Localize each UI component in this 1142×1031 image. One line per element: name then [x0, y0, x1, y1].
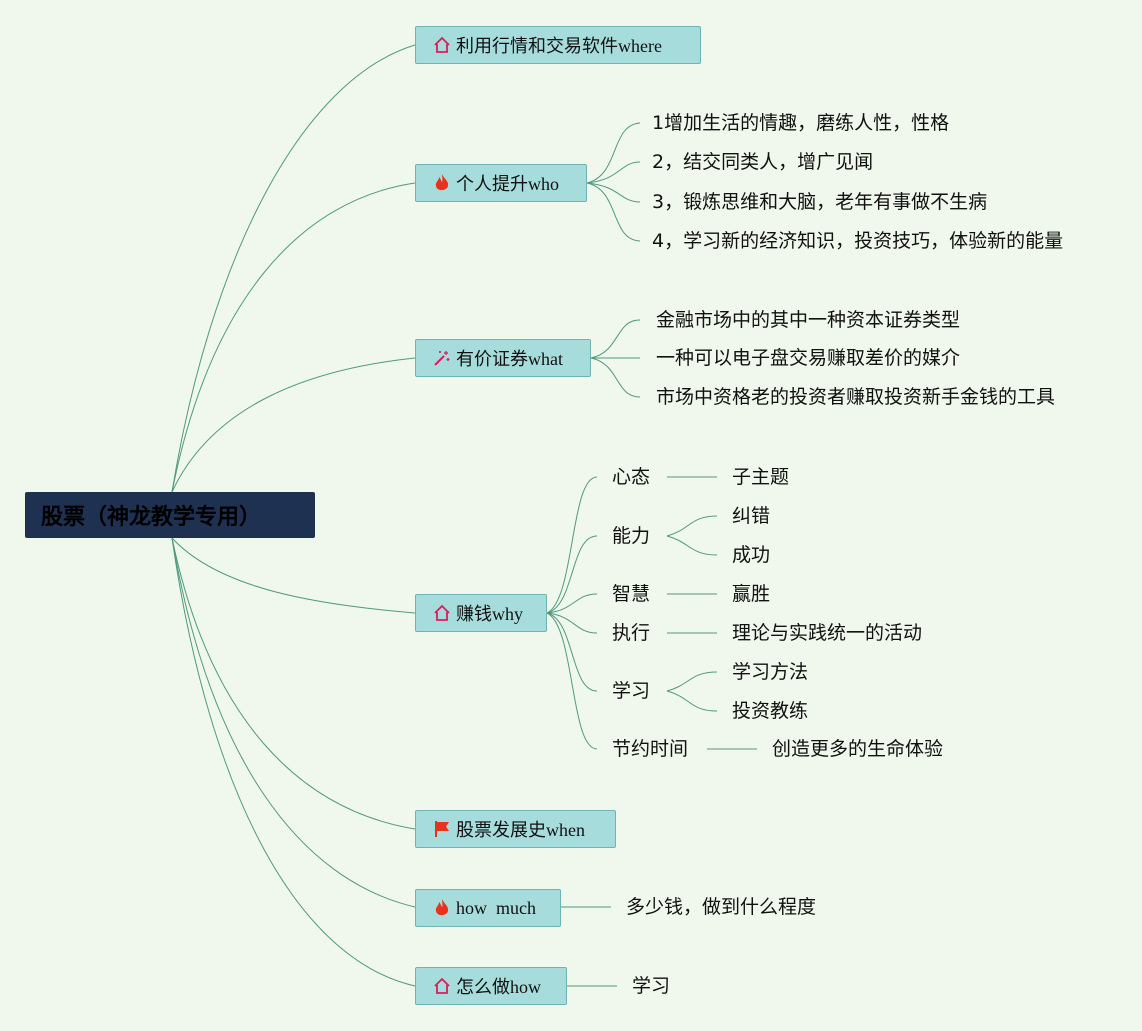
leaf-text: 纠错	[732, 505, 771, 527]
fire-icon	[432, 173, 452, 193]
leaf-text: 多少钱，做到什么程度	[626, 896, 817, 918]
sub-node: 节约时间	[612, 738, 689, 760]
leaf-text: 子主题	[732, 466, 790, 488]
branch-what[interactable]: 有价证券what	[415, 339, 591, 377]
branch-label: how much	[456, 897, 536, 918]
branch-label: 赚钱why	[456, 604, 523, 624]
leaf-text: 成功	[732, 544, 771, 566]
sub-node: 执行	[612, 622, 651, 644]
sub-node: 学习	[612, 680, 651, 702]
leaf-text: 学习	[632, 975, 671, 997]
branch-label: 怎么做how	[456, 977, 541, 997]
leaf-text: 创造更多的生命体验	[772, 738, 944, 760]
leaf-text: 市场中资格老的投资者赚取投资新手金钱的工具	[656, 386, 1056, 408]
leaf-text: 投资教练	[732, 700, 809, 722]
leaf-text: 学习方法	[732, 661, 809, 683]
house-icon	[432, 603, 452, 623]
house-icon	[432, 976, 452, 996]
leaf-text: 2，结交同类人，增广见闻	[652, 151, 874, 173]
sub-node: 心态	[612, 466, 651, 488]
leaf-text: 金融市场中的其中一种资本证券类型	[656, 309, 961, 331]
branch-who[interactable]: 个人提升who	[415, 164, 587, 202]
leaf-text: 1增加生活的情趣，磨练人性，性格	[652, 112, 950, 134]
leaf-text: 3，锻炼思维和大脑，老年有事做不生病	[652, 191, 988, 213]
leaf-text: 赢胜	[732, 583, 771, 605]
sub-node: 智慧	[612, 583, 651, 605]
branch-where[interactable]: 利用行情和交易软件where	[415, 26, 701, 64]
branch-how[interactable]: 怎么做how	[415, 967, 567, 1005]
magic-wand-icon	[432, 348, 452, 368]
leaf-text: 理论与实践统一的活动	[732, 622, 923, 644]
sub-node: 能力	[612, 525, 651, 547]
root-node[interactable]: 股票（神龙教学专用）	[25, 492, 315, 538]
branch-label: 股票发展史when	[456, 820, 585, 840]
branch-label: 有价证券what	[456, 349, 563, 369]
branch-label: 利用行情和交易软件where	[456, 36, 662, 56]
root-label: 股票（神龙教学专用）	[41, 505, 262, 530]
fire-icon	[432, 898, 452, 918]
leaf-text: 一种可以电子盘交易赚取差价的媒介	[656, 347, 961, 369]
branch-label: 个人提升who	[456, 174, 559, 194]
branch-why[interactable]: 赚钱why	[415, 594, 547, 632]
branch-when[interactable]: 股票发展史when	[415, 810, 616, 848]
house-icon	[432, 35, 452, 55]
branch-how-much[interactable]: how much	[415, 889, 561, 927]
leaf-text: 4，学习新的经济知识，投资技巧，体验新的能量	[652, 230, 1064, 252]
flag-icon	[432, 819, 452, 839]
